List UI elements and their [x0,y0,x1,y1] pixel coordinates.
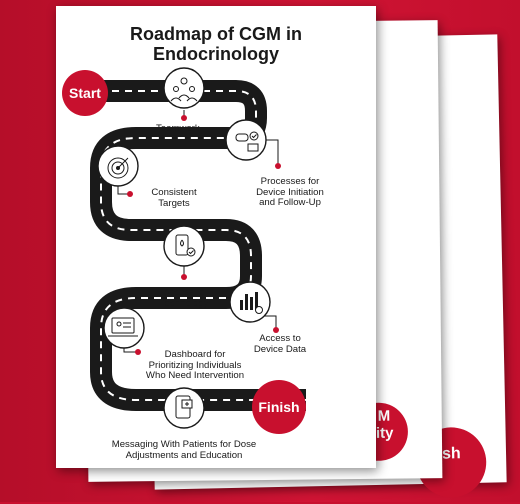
step-label-5: Access to Device Data [253,333,307,355]
step-dot-3 [127,191,133,197]
step-dot-4 [181,274,187,280]
start-badge: Start [62,70,108,116]
title-line-1: Roadmap of CGM in [130,24,302,44]
chart-icon [229,281,271,323]
device-icon [163,225,205,267]
roadmap-diagram [86,67,306,429]
step-label-3: Consistent Targets [151,187,197,209]
step-label-4: Access to Technology [159,287,209,309]
finish-badge: Finish [252,380,306,434]
step-dot-1 [181,115,187,121]
back-page-2-text-1: M [377,407,391,425]
tablet-icon [163,387,205,429]
step-dot-6 [135,349,141,355]
step-label-1: Teamwork [156,123,200,134]
step-label-6: Dashboard for Prioritizing Individuals W… [145,349,245,382]
dashboard-icon [103,307,145,349]
step-dot-5 [273,327,279,333]
step-dot-2 [275,163,281,169]
step-label-7: Messaging With Patients for Dose Adjustm… [111,439,257,461]
back-page-3-text: sh [441,445,461,463]
front-page: Roadmap of CGM in Endocrinology [56,6,376,468]
page-title: Roadmap of CGM in Endocrinology [56,24,376,64]
target-icon [97,145,139,187]
back-page-2-text-2: ity [375,424,394,442]
step-label-2: Processes for Device Initiation and Foll… [256,176,324,209]
team-icon [163,67,205,109]
process-icon [225,119,267,161]
title-line-2: Endocrinology [153,44,279,64]
